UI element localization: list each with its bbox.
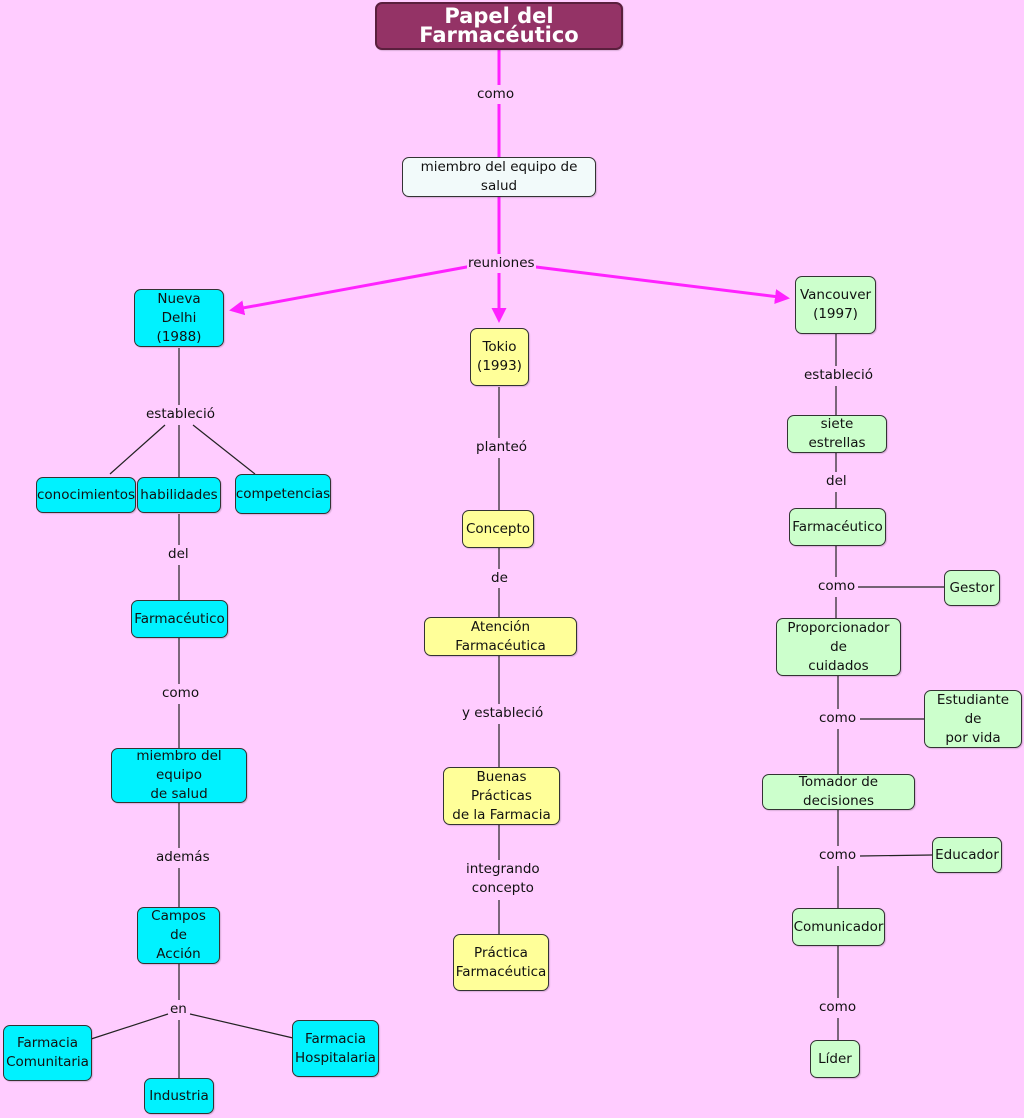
node-concepto: Concepto [462,510,534,548]
link-del-right: del [825,472,848,491]
node-atencion-farmaceutica: Atención Farmacéutica [424,617,577,656]
link-ademas: además [155,848,211,867]
node-proporcionador-cuidados: Proporcionador de cuidados [776,618,901,676]
node-tokio: Tokio (1993) [470,328,529,386]
node-siete-estrellas: siete estrellas [787,415,887,453]
node-industria: Industria [144,1078,214,1114]
link-como-root: como [476,85,516,104]
node-team-member: miembro del equipo de salud [402,157,596,197]
node-farmacia-comunitaria: Farmacia Comunitaria [3,1025,92,1081]
node-farmacia-hospitalaria: Farmacia Hospitalaria [292,1020,379,1077]
link-como-left: como [161,684,201,703]
node-vancouver: Vancouver (1997) [795,276,876,334]
link-en: en [169,1000,188,1019]
arrow-to-delhi [229,264,473,316]
node-lider: Líder [810,1040,860,1078]
node-member-left: miembro del equipo de salud [111,748,247,803]
link-de: de [490,569,509,588]
arrow-to-vancouver [527,264,790,304]
link-como-gestor: como [817,577,857,596]
node-buenas-practicas: Buenas Prácticas de la Farmacia [443,767,560,825]
node-conocimientos: conocimientos [36,477,136,513]
link-integrando-concepto: integrando concepto [465,860,541,898]
title-node: Papel del Farmacéutico [375,2,623,50]
node-gestor: Gestor [944,570,1000,606]
link-y-establecio: y estableció [461,704,545,723]
link-del-left: del [167,545,190,564]
node-habilidades: habilidades [137,477,221,513]
right-lines [835,334,944,1040]
link-como-lider: como [818,998,858,1017]
link-reuniones: reuniones [467,254,536,273]
link-establecio-right: estableció [803,366,874,385]
link-como-estudiante: como [818,709,858,728]
node-farmaceutico-right: Farmacéutico [789,508,886,546]
left-lines [87,348,294,1078]
node-campos-accion: Campos de Acción [137,907,220,964]
link-establecio-left: estableció [145,405,216,424]
node-comunicador: Comunicador [792,908,885,946]
node-farmaceutico-left: Farmacéutico [131,600,228,638]
node-tomador-decisiones: Tomador de decisiones [762,774,915,810]
node-educador: Educador [932,837,1002,873]
node-nueva-delhi: Nueva Delhi (1988) [134,289,224,347]
link-planteo: planteó [475,438,529,457]
link-como-educador: como [818,846,858,865]
node-estudiante-por-vida: Estudiante de por vida [924,690,1022,748]
node-practica-farmaceutica: Práctica Farmacéutica [453,934,549,991]
node-competencias: competencias [235,474,331,514]
